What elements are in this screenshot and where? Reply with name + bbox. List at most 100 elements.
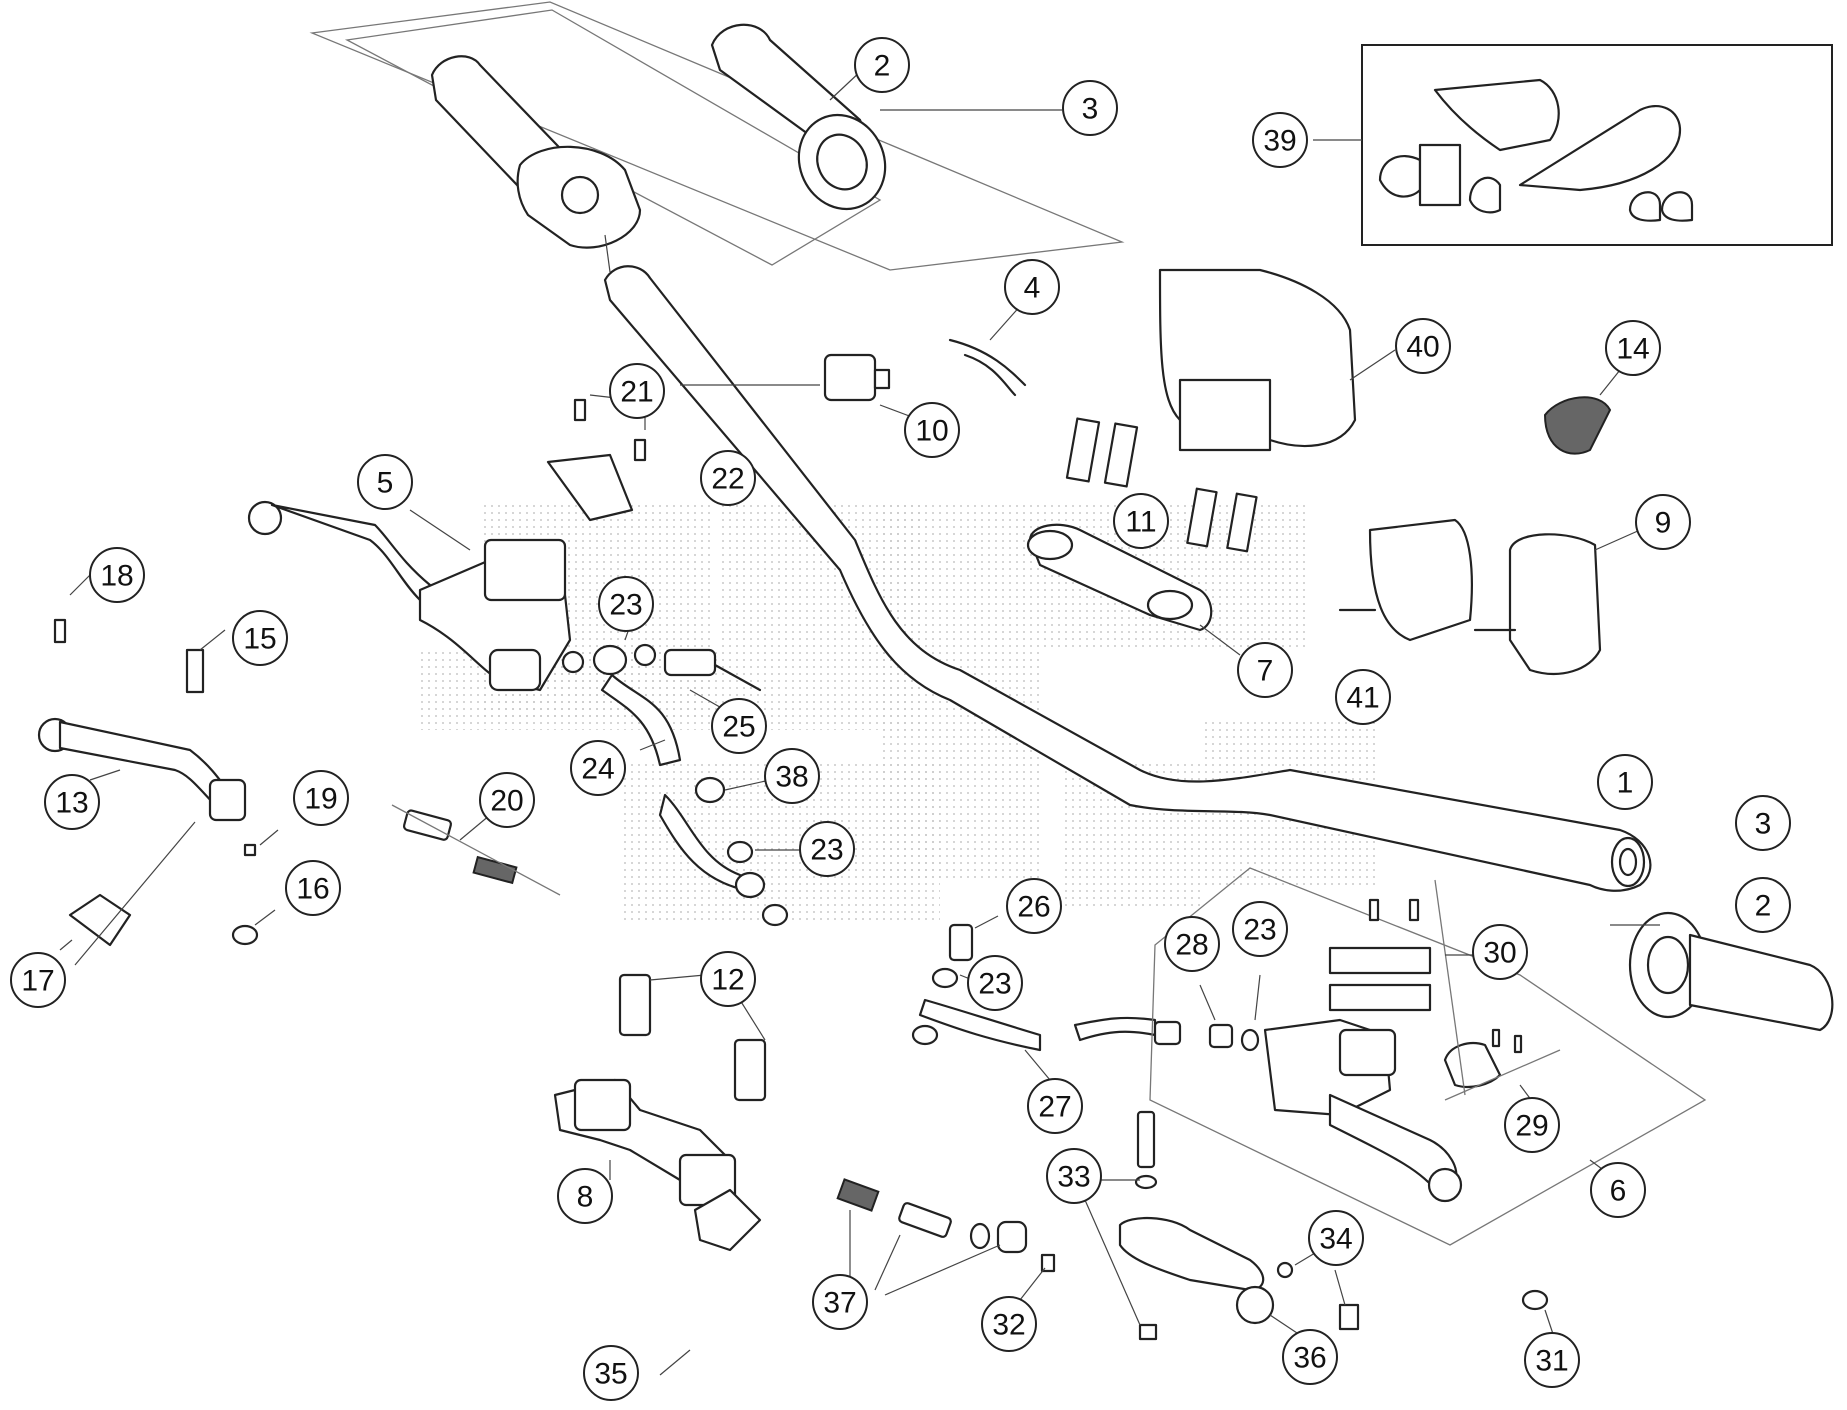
callout-c17: 17 <box>10 952 66 1008</box>
callout-c8: 8 <box>557 1168 613 1224</box>
callout-label: 1 <box>1617 767 1634 800</box>
callout-circle <box>981 1296 1037 1352</box>
callout-c23c: 23 <box>1232 901 1288 957</box>
callout-label: 27 <box>1038 1091 1071 1124</box>
callout-c34: 34 <box>1308 1210 1364 1266</box>
callout-c13: 13 <box>44 774 100 830</box>
callout-label: 22 <box>711 463 744 496</box>
callout-label: 23 <box>1243 914 1276 947</box>
callout-label: 16 <box>296 873 329 906</box>
callout-circle <box>700 450 756 506</box>
callout-circle <box>1113 493 1169 549</box>
callout-c21: 21 <box>609 363 665 419</box>
callout-circle <box>1004 259 1060 315</box>
callout-circle <box>1524 1332 1580 1388</box>
callout-circle <box>609 363 665 419</box>
dashboard-display <box>1158 268 1396 452</box>
callout-c33: 33 <box>1046 1148 1102 1204</box>
callout-circle <box>711 698 767 754</box>
handlebar <box>603 265 1652 892</box>
callout-label: 15 <box>243 623 276 656</box>
callout-circle <box>1395 318 1451 374</box>
callout-c27: 27 <box>1027 1078 1083 1134</box>
callout-circle <box>293 770 349 826</box>
callout-circle <box>799 821 855 877</box>
callout-label: 35 <box>594 1358 627 1391</box>
callout-circle <box>1232 901 1288 957</box>
callout-label: 33 <box>1057 1161 1090 1194</box>
callout-c18: 18 <box>89 547 145 603</box>
callout-c20: 20 <box>479 772 535 828</box>
callout-label: 39 <box>1263 125 1296 158</box>
clutch-lever-group <box>37 574 279 966</box>
callout-c10: 10 <box>904 402 960 458</box>
callout-circle <box>598 576 654 632</box>
left-lower-banjo <box>658 776 800 927</box>
handlebar-sensor <box>823 353 921 421</box>
callout-circle <box>557 1168 613 1224</box>
callout-label: 20 <box>490 785 523 818</box>
callout-c23b: 23 <box>799 821 855 877</box>
right-grip <box>1610 911 1834 1032</box>
callout-label: 13 <box>55 787 88 820</box>
callout-label: 36 <box>1293 1342 1326 1375</box>
callout-circle <box>1472 924 1528 980</box>
callout-circle <box>44 774 100 830</box>
callout-circle <box>1735 877 1791 933</box>
clamp-bolts-upper <box>1065 417 1258 553</box>
left-grip-top <box>710 23 887 211</box>
callout-label: 23 <box>978 968 1011 1001</box>
callout-label: 4 <box>1024 272 1041 305</box>
callout-circle <box>1308 1210 1364 1266</box>
callout-label: 3 <box>1082 93 1099 126</box>
left-switch-housing <box>1338 518 1473 642</box>
callout-c38: 38 <box>764 748 820 804</box>
callout-circle <box>904 402 960 458</box>
upper-clamp <box>1026 523 1241 656</box>
callout-label: 8 <box>577 1181 594 1214</box>
callout-c31: 31 <box>1524 1332 1580 1388</box>
callout-label: 24 <box>581 753 614 786</box>
callout-label: 17 <box>21 965 54 998</box>
callout-c32: 32 <box>981 1296 1037 1352</box>
callout-c14: 14 <box>1605 320 1661 376</box>
callout-c15: 15 <box>232 610 288 666</box>
callout-label: 25 <box>722 711 755 744</box>
callout-label: 11 <box>1125 506 1156 539</box>
callout-label: 29 <box>1515 1110 1548 1143</box>
callout-circle <box>285 860 341 916</box>
callout-label: 2 <box>1755 890 1772 923</box>
callout-circle <box>10 952 66 1008</box>
reservoir-cover <box>546 394 647 522</box>
throttle-tube <box>430 55 642 273</box>
callout-circle <box>357 454 413 510</box>
callout-label: 2 <box>874 50 891 83</box>
callout-c26: 26 <box>1006 878 1062 934</box>
callout-label: 5 <box>377 467 394 500</box>
callout-circle <box>1504 1097 1560 1153</box>
callout-c40: 40 <box>1395 318 1451 374</box>
callout-c23d: 23 <box>967 955 1023 1011</box>
callout-c37: 37 <box>812 1274 868 1330</box>
callout-circle <box>1605 320 1661 376</box>
callout-circle <box>1282 1329 1338 1385</box>
callout-label: 6 <box>1610 1175 1627 1208</box>
callout-label: 41 <box>1346 682 1379 715</box>
callout-c7: 7 <box>1237 642 1293 698</box>
callout-circle <box>570 740 626 796</box>
callout-label: 26 <box>1017 891 1050 924</box>
lower-clamp <box>553 973 767 1207</box>
callout-circle <box>1237 642 1293 698</box>
callout-circle <box>854 37 910 93</box>
callout-label: 9 <box>1655 507 1672 540</box>
callout-c3a: 3 <box>1062 80 1118 136</box>
callout-circle <box>1335 669 1391 725</box>
callout-c16: 16 <box>285 860 341 916</box>
callout-c3b: 3 <box>1735 795 1791 851</box>
callout-c5: 5 <box>357 454 413 510</box>
callout-c1: 1 <box>1597 754 1653 810</box>
callout-circle <box>1062 80 1118 136</box>
callout-label: 10 <box>915 415 948 448</box>
brake-spring-set <box>836 1178 1056 1301</box>
